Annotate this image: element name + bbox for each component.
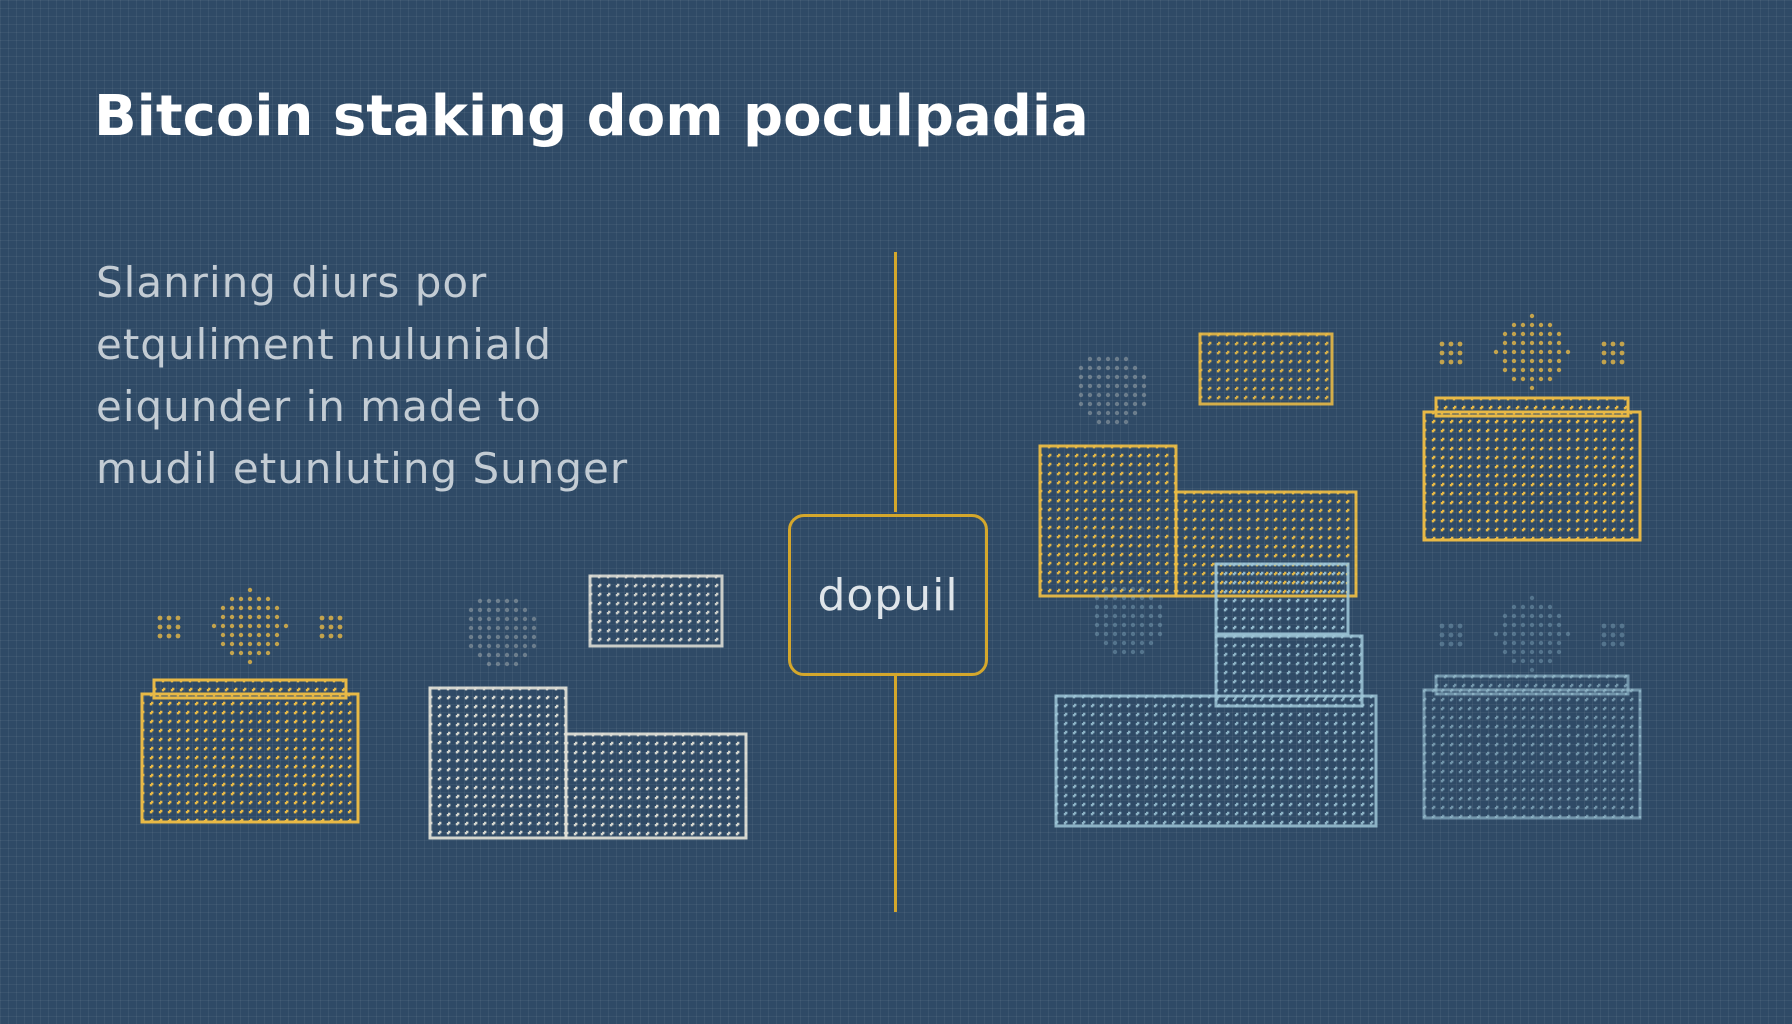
description: Slanring diurs por etquliment nuluniald … — [96, 252, 736, 500]
gold-coin-stack-icon — [1422, 313, 1642, 542]
page-title: Bitcoin staking dom poculpadia — [94, 84, 1089, 149]
center-label: dopuil — [817, 569, 959, 621]
center-label-box: dopuil — [788, 514, 988, 676]
blue-block-icon — [1054, 562, 1378, 828]
blue-coin-stack-icon — [1422, 595, 1642, 820]
description-line: mudil etunluting Sunger — [96, 444, 629, 493]
description-line: Slanring diurs por — [96, 258, 488, 307]
gold-coin-stack-icon — [140, 587, 360, 824]
description-line: etquliment nuluniald — [96, 320, 552, 369]
description-line: eiqunder in made to — [96, 382, 542, 431]
white-block-icon — [428, 574, 748, 840]
divider-line-top — [894, 252, 897, 512]
divider-line-bottom — [894, 676, 897, 912]
gold-block-icon — [1038, 332, 1358, 598]
